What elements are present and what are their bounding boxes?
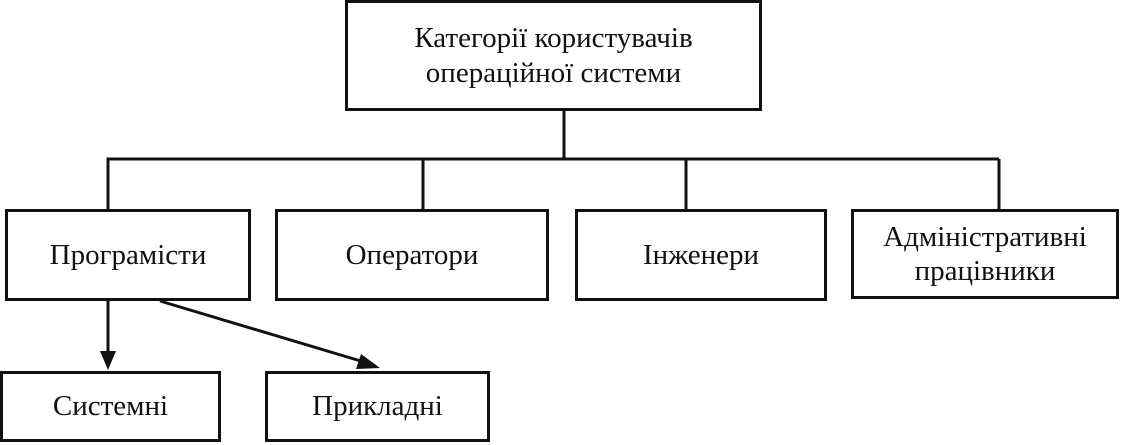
root-category-box: Категорії користувачів операційної систе… xyxy=(345,0,762,111)
administrative-staff-box: Адміністративні працівники xyxy=(851,209,1119,299)
programmers-box: Програмісти xyxy=(5,209,251,301)
programmers-label: Програмісти xyxy=(49,238,207,271)
engineers-box: Інженери xyxy=(575,209,827,301)
engineers-label: Інженери xyxy=(642,238,760,271)
operators-label: Оператори xyxy=(345,238,479,271)
arrowhead-applied xyxy=(356,354,380,369)
system-programmers-box: Системні xyxy=(0,371,221,442)
root-title-line1: Категорії користувачів xyxy=(414,22,693,55)
root-title-line2: операційної системи xyxy=(425,56,682,89)
operators-box: Оператори xyxy=(275,209,549,301)
administrative-label-line1: Адміністративні xyxy=(883,220,1087,253)
applied-programmers-label: Прикладні xyxy=(312,390,443,423)
system-programmers-label: Системні xyxy=(52,390,169,423)
arrowhead-system xyxy=(100,351,116,370)
applied-programmers-box: Прикладні xyxy=(265,371,490,442)
arrow-line-applied xyxy=(159,299,365,364)
administrative-label-line2: працівники xyxy=(914,255,1056,287)
